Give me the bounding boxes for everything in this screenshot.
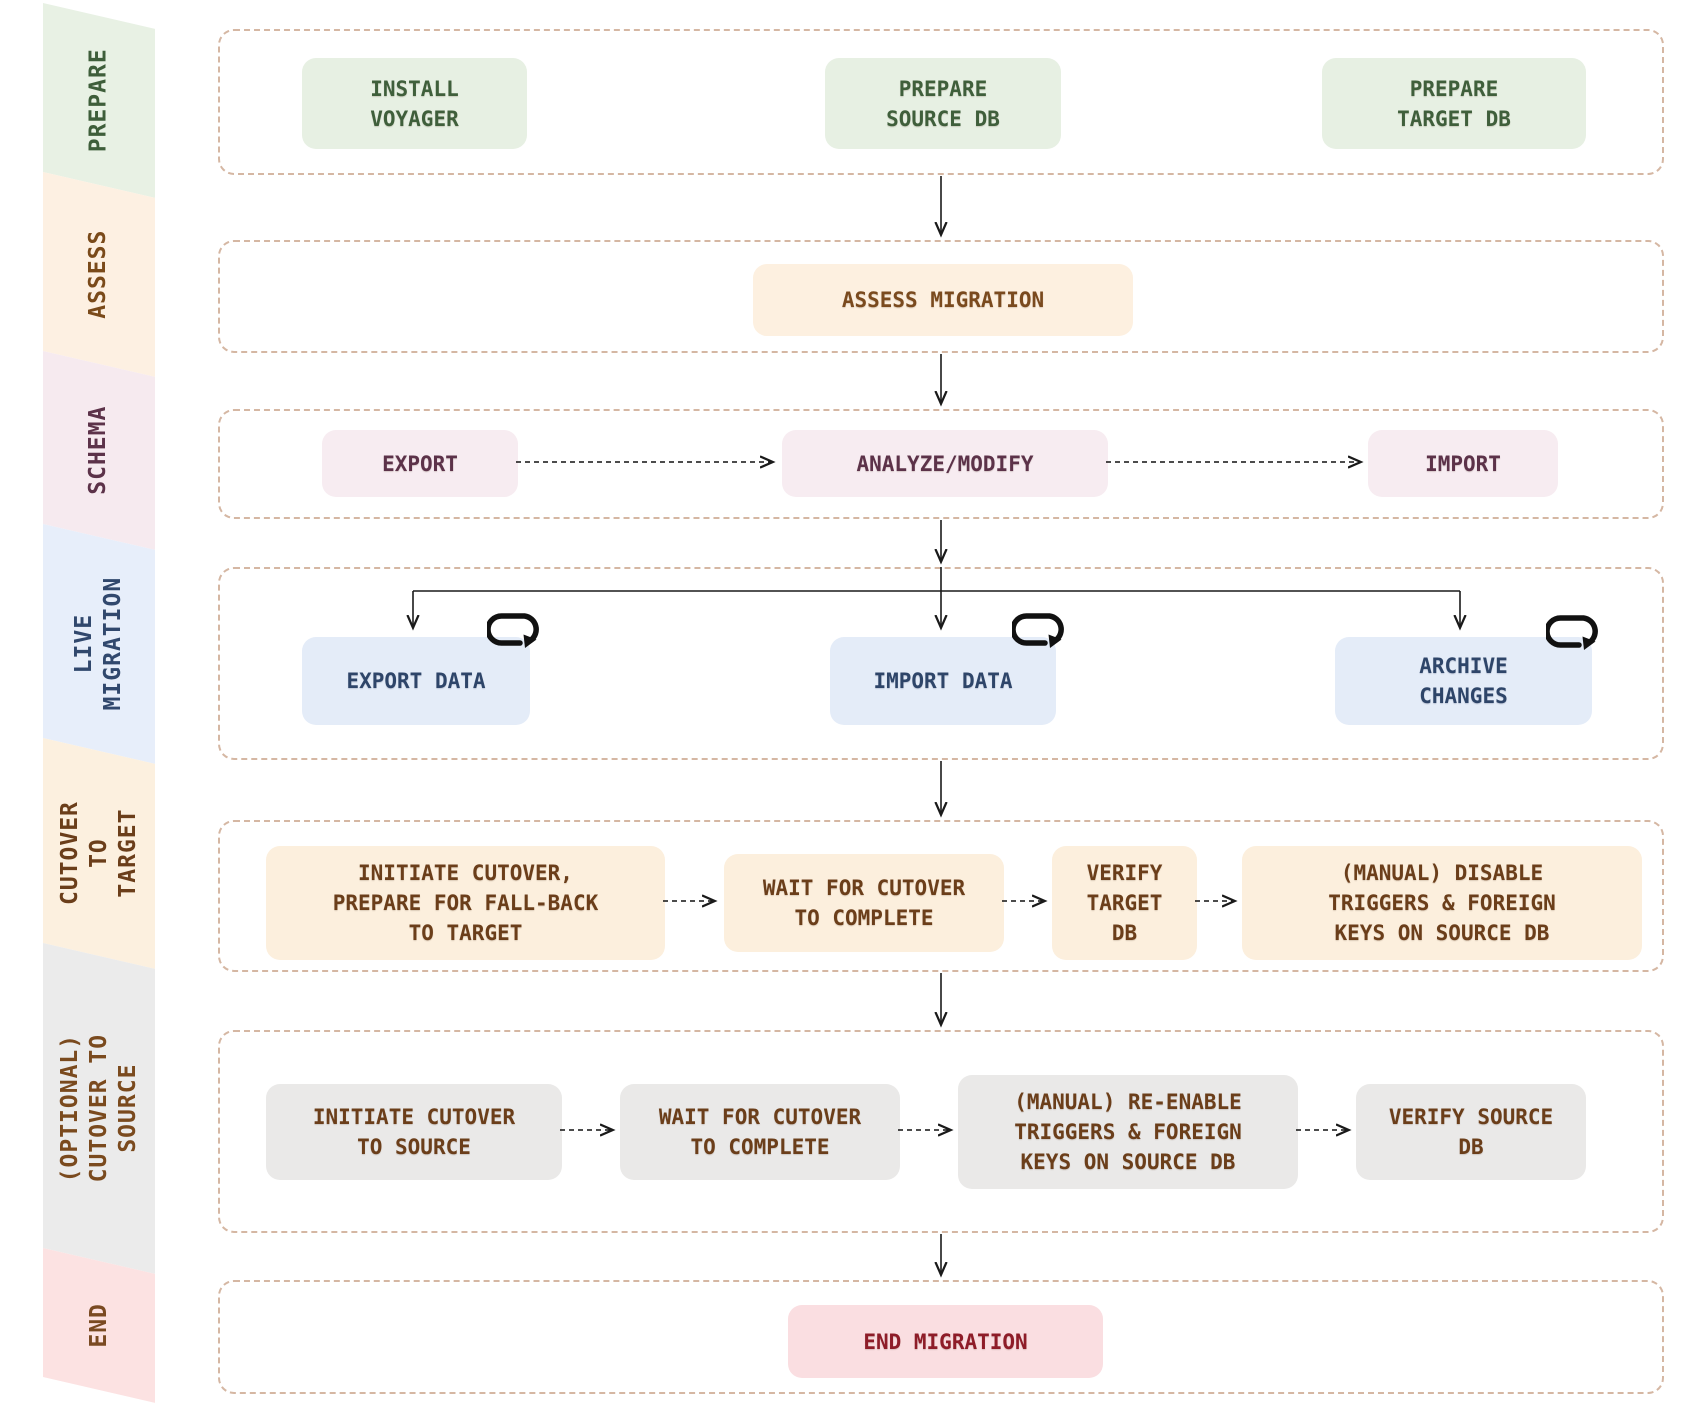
node-end-migration: END MIGRATION xyxy=(788,1305,1103,1378)
node-import-schema: IMPORT xyxy=(1368,430,1558,497)
phase-assess-label: ASSESS xyxy=(85,229,112,319)
node-prepare-target-db: PREPARE TARGET DB xyxy=(1322,58,1586,149)
row-assess: ASSESS MIGRATION xyxy=(218,240,1664,353)
row-live-migration: EXPORT DATA IMPORT DATA ARCHIVE CHANGES xyxy=(218,567,1664,760)
node-assess-migration: ASSESS MIGRATION xyxy=(753,264,1133,336)
phase-assess: ASSESS xyxy=(43,172,155,377)
node-initiate-cutover-source: INITIATE CUTOVER TO SOURCE xyxy=(266,1084,562,1180)
loop-icon xyxy=(1546,615,1598,650)
node-disable-triggers-source-db: (MANUAL) DISABLE TRIGGERS & FOREIGN KEYS… xyxy=(1242,846,1642,960)
node-export-schema: EXPORT xyxy=(322,430,518,497)
node-verify-source-db: VERIFY SOURCE DB xyxy=(1356,1084,1586,1180)
phase-live-migration-label: LIVE MIGRATION xyxy=(71,577,126,711)
phase-cutover-to-target-label: CUTOVER TO TARGET xyxy=(56,801,141,906)
phase-schema: SCHEMA xyxy=(43,351,155,550)
node-verify-target-db: VERIFY TARGET DB xyxy=(1052,846,1197,960)
phase-cutover-to-target: CUTOVER TO TARGET xyxy=(43,738,155,969)
node-analyze-modify-schema: ANALYZE/MODIFY xyxy=(782,430,1108,497)
row-end: END MIGRATION xyxy=(218,1280,1664,1394)
loop-icon xyxy=(1012,613,1064,648)
node-prepare-source-db: PREPARE SOURCE DB xyxy=(825,58,1061,149)
phase-end-label: END xyxy=(85,1303,112,1348)
phase-end: END xyxy=(43,1248,155,1403)
node-export-data: EXPORT DATA xyxy=(302,637,530,725)
node-initiate-cutover-target: INITIATE CUTOVER, PREPARE FOR FALL-BACK … xyxy=(266,846,665,960)
row-cutover-to-target: INITIATE CUTOVER, PREPARE FOR FALL-BACK … xyxy=(218,820,1664,972)
node-wait-cutover-source: WAIT FOR CUTOVER TO COMPLETE xyxy=(620,1084,900,1180)
phase-sidebar: PREPARE ASSESS SCHEMA LIVE MIGRATION CUT… xyxy=(43,3,155,1403)
phase-optional-cutover-to-source-label: (OPTIONAL) CUTOVER TO SOURCE xyxy=(56,1034,141,1183)
node-wait-cutover-target: WAIT FOR CUTOVER TO COMPLETE xyxy=(724,854,1004,952)
phase-prepare: PREPARE xyxy=(43,3,155,198)
row-cutover-to-source: INITIATE CUTOVER TO SOURCE WAIT FOR CUTO… xyxy=(218,1030,1664,1233)
node-import-data: IMPORT DATA xyxy=(830,637,1056,725)
phase-optional-cutover-to-source: (OPTIONAL) CUTOVER TO SOURCE xyxy=(43,943,155,1274)
phase-schema-label: SCHEMA xyxy=(85,405,112,495)
phase-live-migration: LIVE MIGRATION xyxy=(43,524,155,764)
row-prepare: INSTALL VOYAGER PREPARE SOURCE DB PREPAR… xyxy=(218,29,1664,175)
phase-prepare-label: PREPARE xyxy=(85,48,112,153)
node-reenable-triggers-source-db: (MANUAL) RE-ENABLE TRIGGERS & FOREIGN KE… xyxy=(958,1075,1298,1189)
loop-icon xyxy=(487,613,539,648)
node-archive-changes: ARCHIVE CHANGES xyxy=(1335,637,1592,725)
node-install-voyager: INSTALL VOYAGER xyxy=(302,58,527,149)
row-schema: EXPORT ANALYZE/MODIFY IMPORT xyxy=(218,409,1664,519)
